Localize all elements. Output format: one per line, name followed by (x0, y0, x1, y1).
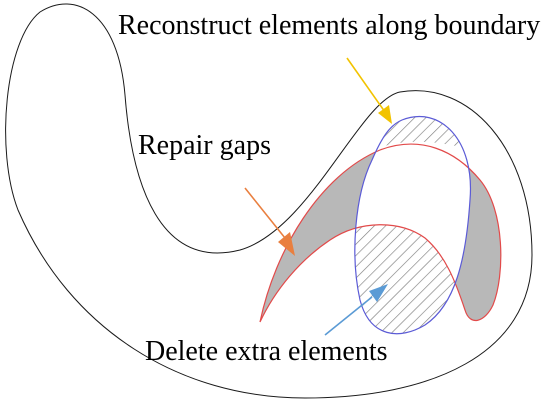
hatched-top-region (354, 116, 471, 160)
repair-gaps-label: Repair gaps (138, 130, 271, 161)
arrow-down-right-icon (346, 57, 392, 124)
delete-label: Delete extra elements (145, 336, 388, 367)
reconstruct-label: Reconstruct elements along boundary (118, 10, 540, 41)
outer-boundary (5, 3, 533, 399)
red-boundary (259, 143, 502, 323)
arrow-up-right-icon (324, 284, 388, 336)
arrow-down-right-icon (244, 187, 295, 256)
blue-boundary (354, 115, 472, 335)
